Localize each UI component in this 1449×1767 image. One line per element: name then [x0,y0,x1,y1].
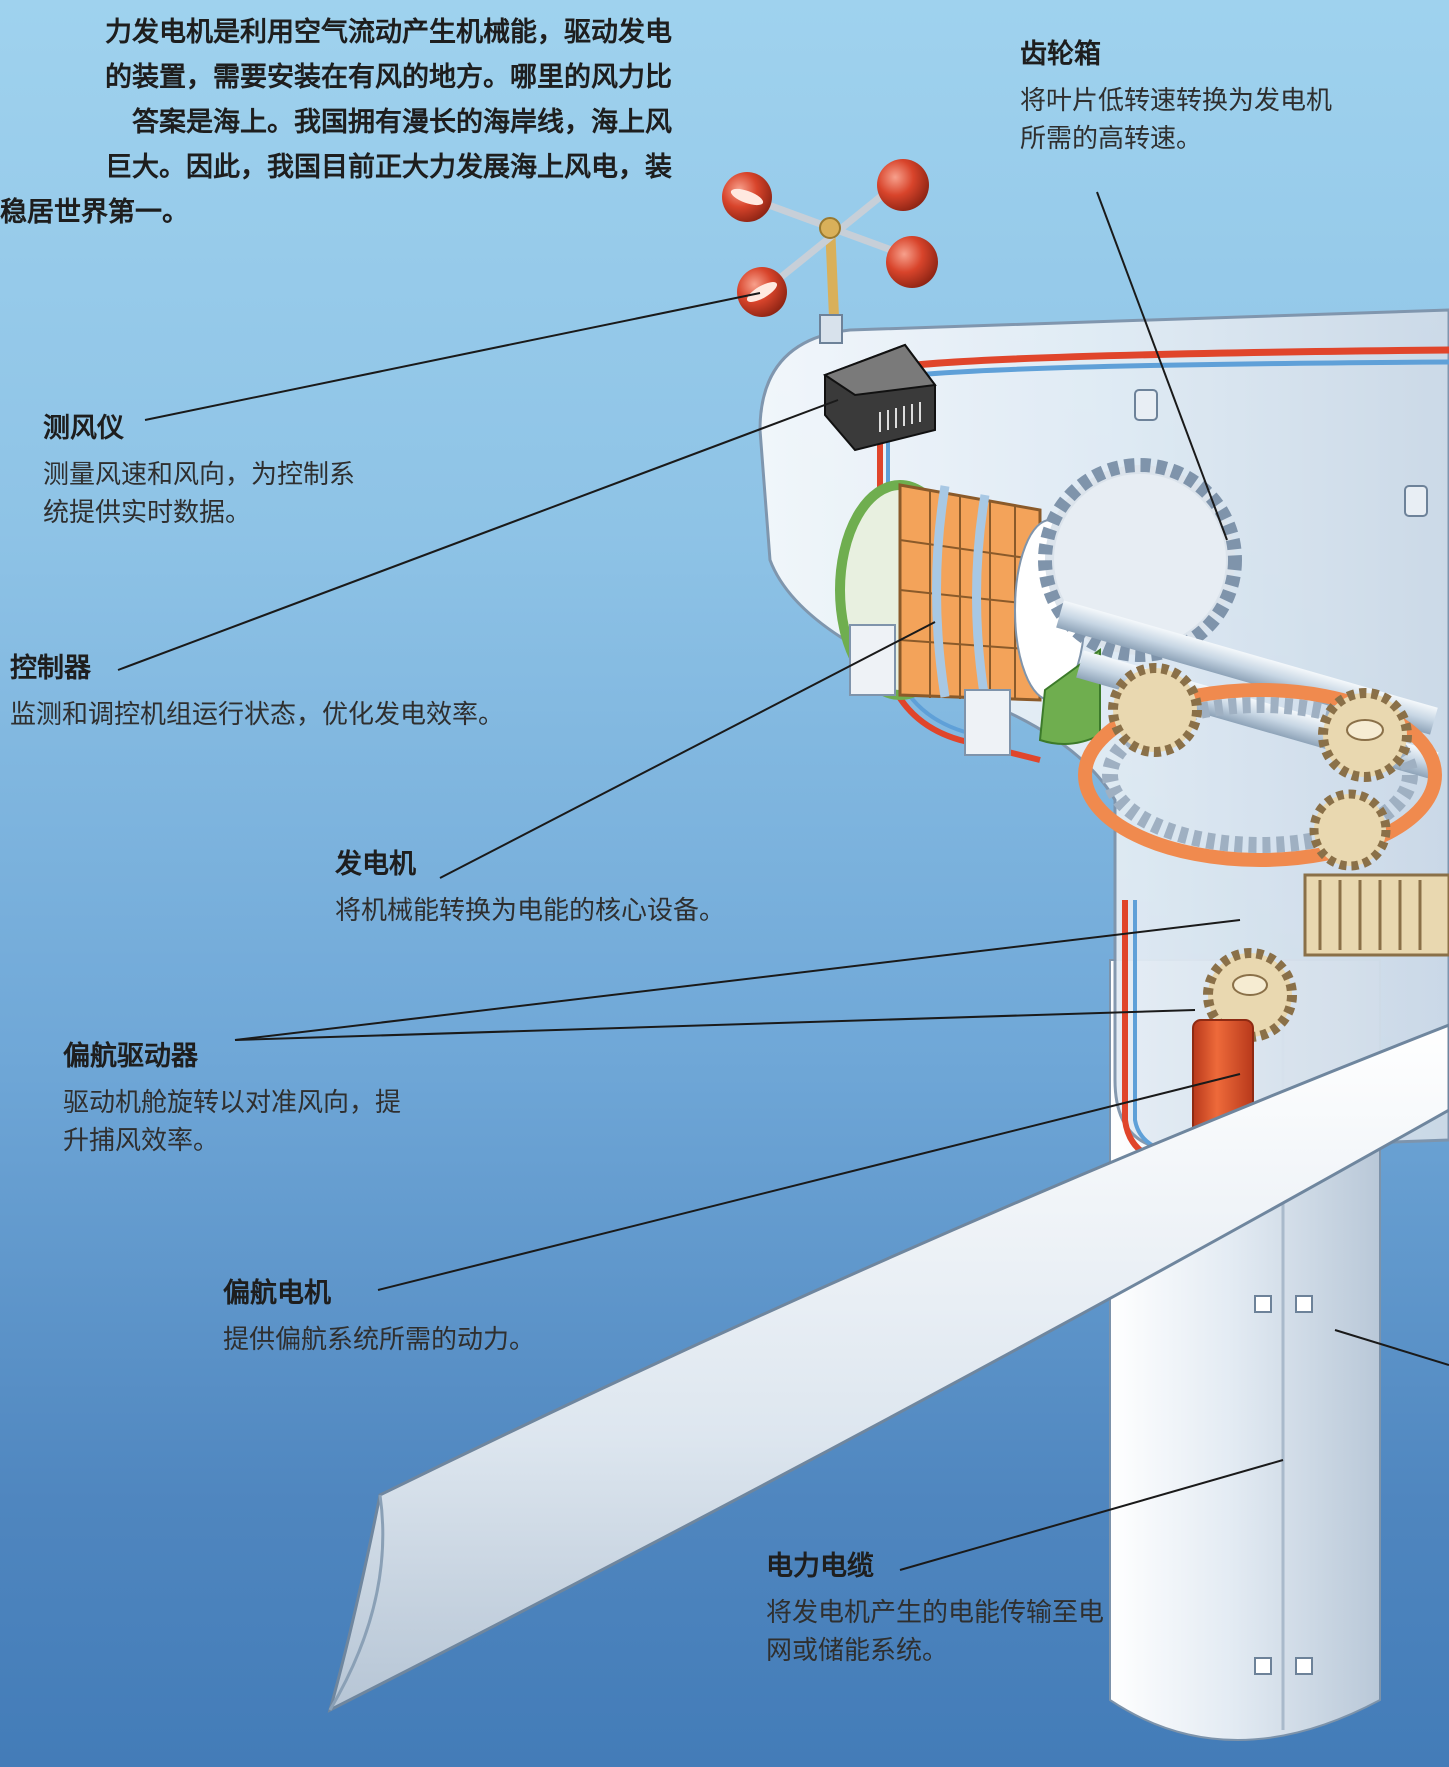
label-desc: 将发电机产生的电能传输至电网或储能系统。 [766,1594,1126,1670]
label-desc: 监测和调控机组运行状态，优化发电效率。 [10,696,670,734]
intro-line: 的装置，需要安装在有风的地方。哪里的风力比 [0,55,672,100]
intro-line: 稳居世界第一。 [0,190,672,235]
label-anemometer: 测风仪 测量风速和风向，为控制系统提供实时数据。 [43,412,373,532]
leader-line-yaw-drive-1 [235,920,1240,1040]
label-gearbox: 齿轮箱 将叶片低转速转换为发电机所需的高转速。 [1020,38,1355,158]
label-title: 电力电缆 [766,1550,1126,1584]
label-title: 偏航驱动器 [63,1040,423,1074]
intro-line: 力发电机是利用空气流动产生机械能，驱动发电 [0,10,672,55]
label-desc: 测量风速和风向，为控制系统提供实时数据。 [43,456,373,532]
label-title: 发电机 [335,848,855,882]
label-controller: 控制器 监测和调控机组运行状态，优化发电效率。 [10,652,670,734]
label-title: 偏航电机 [223,1277,783,1311]
label-generator: 发电机 将机械能转换为电能的核心设备。 [335,848,855,930]
intro-paragraph: 力发电机是利用空气流动产生机械能，驱动发电 的装置，需要安装在有风的地方。哪里的… [0,10,672,235]
intro-line: 答案是海上。我国拥有漫长的海岸线，海上风 [0,100,672,145]
label-yaw-drive: 偏航驱动器 驱动机舱旋转以对准风向，提升捕风效率。 [63,1040,423,1160]
label-title: 齿轮箱 [1020,38,1355,72]
label-yaw-motor: 偏航电机 提供偏航系统所需的动力。 [223,1277,783,1359]
label-title: 控制器 [10,652,670,686]
label-desc: 驱动机舱旋转以对准风向，提升捕风效率。 [63,1084,423,1160]
anemometer [722,159,938,343]
leader-line-yaw-drive-2 [235,1010,1195,1040]
label-cable: 电力电缆 将发电机产生的电能传输至电网或储能系统。 [766,1550,1126,1670]
label-title: 测风仪 [43,412,373,446]
label-desc: 提供偏航系统所需的动力。 [223,1321,783,1359]
label-desc: 将机械能转换为电能的核心设备。 [335,892,855,930]
leader-line-anemometer [145,293,760,420]
intro-line: 巨大。因此，我国目前正大力发展海上风电，装 [0,145,672,190]
label-desc: 将叶片低转速转换为发电机所需的高转速。 [1020,82,1355,158]
